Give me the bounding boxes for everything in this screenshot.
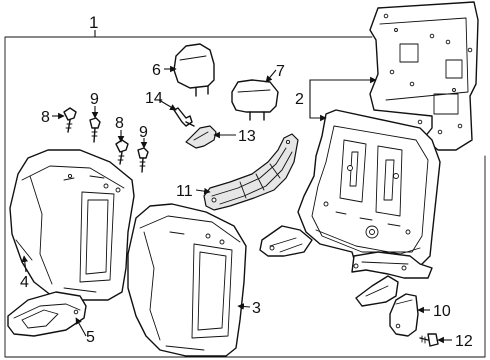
callout-12: 12 [455,333,473,350]
callout-9-upper: 9 [90,91,99,108]
seat-back-cover-left [9,149,135,301]
callout-10: 10 [433,303,451,320]
callout-6: 6 [152,62,161,79]
headrest-right [231,79,279,121]
callout-4: 4 [20,274,29,291]
callout-1: 1 [89,13,98,32]
guide-pin [173,107,195,127]
callout-7: 7 [276,63,285,80]
callout-9-lower: 9 [139,124,148,141]
lock-bracket [185,125,217,149]
screw [419,333,439,347]
callout-13: 13 [238,128,256,145]
bolt-9a [89,117,101,143]
side-cover [389,293,419,337]
back-panel [369,1,479,151]
seat-back-cover-right [127,203,247,357]
callout-14: 14 [145,90,163,107]
cushion-pad [7,291,87,337]
bolt-8b [115,139,129,165]
callout-labels: 1 2 3 4 5 6 7 8 8 9 9 10 11 12 13 14 [20,13,473,350]
callout-8-upper: 8 [41,109,50,126]
callout-11: 11 [176,183,193,200]
bolt-9b [137,147,149,173]
callout-5: 5 [86,329,95,346]
bolt-8a [63,107,77,133]
callout-2: 2 [295,91,304,108]
side-bracket-trim [203,133,299,211]
leaders [21,65,452,344]
assembly-frame [4,30,486,358]
seat-back-frame [259,109,441,307]
headrest-left [173,43,215,97]
callout-3: 3 [252,300,261,317]
callout-8-lower: 8 [115,115,124,132]
